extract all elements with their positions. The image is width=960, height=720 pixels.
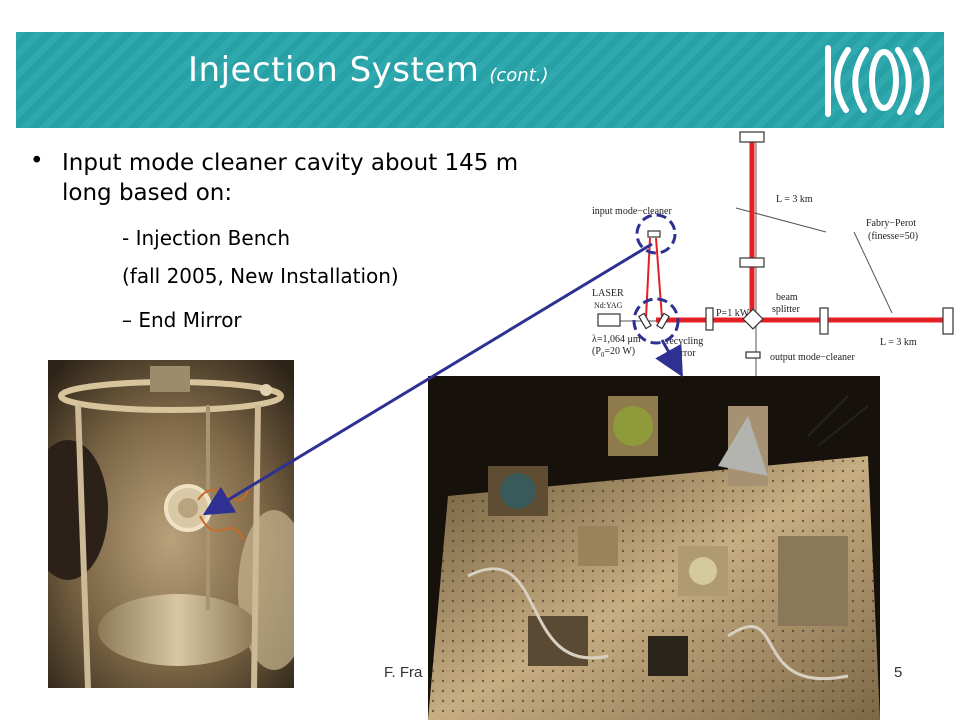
bullet-dot-icon: • (30, 148, 44, 174)
beam-label: beam (776, 292, 798, 303)
slide-title: Injection System (cont.) (188, 50, 549, 90)
sub-item-injection-bench: - Injection Bench (122, 226, 291, 250)
footer-author: F. Fra (384, 664, 423, 681)
wavelength-label: λ=1,064 μm (592, 334, 641, 345)
finesse-label: (finesse=50) (868, 231, 918, 242)
end-mirror-north (739, 131, 765, 143)
imc-end-mirror-highlight (635, 213, 677, 255)
end-mirror-photo (48, 360, 294, 688)
input-mc-label: input mode−cleaner (592, 206, 672, 217)
sub-item-end-mirror: – End Mirror (122, 308, 242, 332)
fabry-perot-label: Fabry−Perot (866, 218, 916, 229)
page-number: 5 (894, 664, 903, 681)
beam-splitter-shape (742, 308, 764, 330)
recycling-label: recycling (666, 336, 703, 347)
power-cavity-label: P=1 kW (716, 308, 750, 319)
output-mc-shape (745, 351, 761, 359)
arm-length-north: L = 3 km (776, 194, 813, 205)
ego-logo-icon (825, 45, 930, 117)
title-banner (16, 32, 944, 128)
laser-label: LASER (592, 288, 624, 299)
title-main: Injection System (188, 50, 480, 90)
output-mc-label: output mode−cleaner (770, 352, 855, 363)
power-in-label: (P0=20 W) (592, 346, 635, 359)
recycling-mirror-shape (705, 307, 714, 331)
sub-item-installation-note: (fall 2005, New Installation) (122, 264, 399, 288)
bullet-text: Input mode cleaner cavity about 145 m lo… (62, 150, 519, 206)
interferometer-diagram: L = 3 km Fabry−Perot (finesse=50) input … (592, 131, 954, 376)
title-suffix: (cont.) (489, 65, 549, 86)
bullet-list: • Input mode cleaner cavity about 145 m … (30, 148, 550, 208)
injection-bench-photo (428, 376, 880, 720)
splitter-label: splitter (772, 304, 800, 315)
laser-box (597, 313, 621, 327)
input-mirror-north (739, 257, 765, 268)
mirror-label: mirror (670, 348, 696, 359)
imc-end-mirror (647, 230, 661, 238)
end-mirror-west (942, 307, 954, 335)
input-mirror-west (819, 307, 829, 335)
arm-length-west: L = 3 km (880, 337, 917, 348)
laser-type-label: Nd:YAG (594, 301, 623, 310)
